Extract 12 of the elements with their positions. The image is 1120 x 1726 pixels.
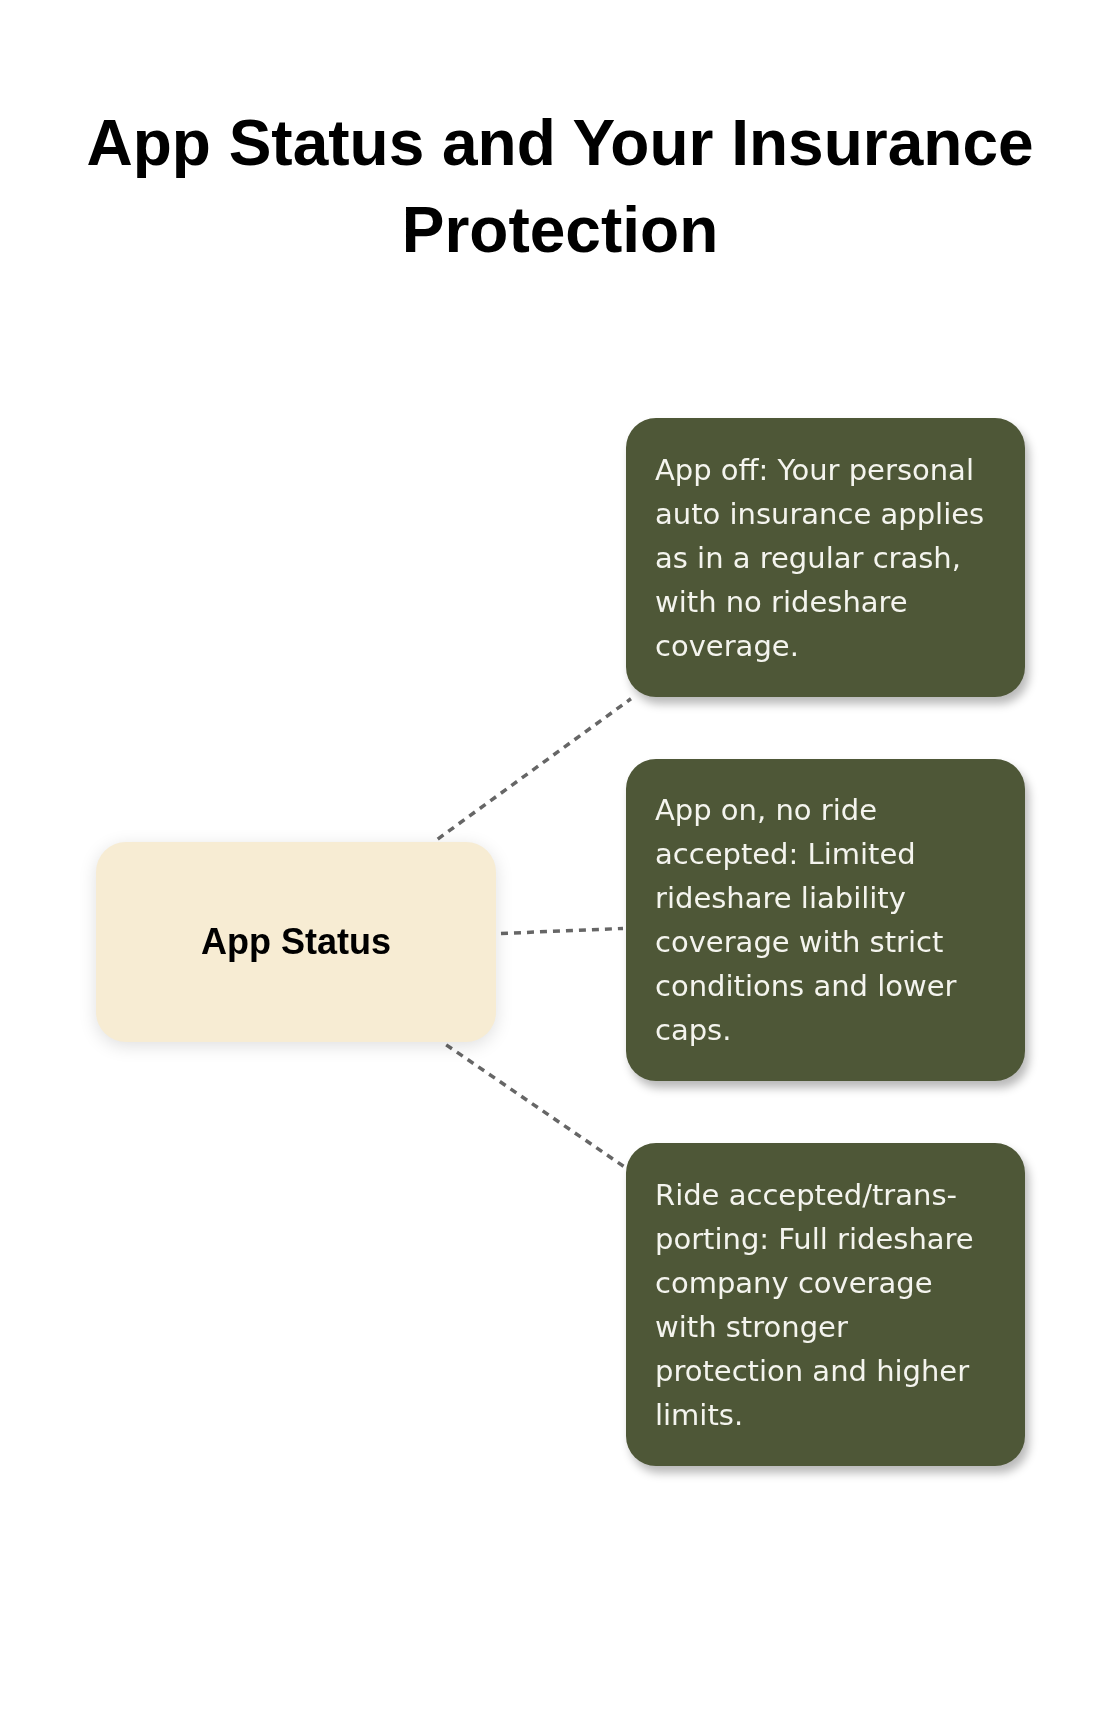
description-text: App off: Your personal auto insurance applies as in a regular crash, with no rideshare coverage. [655, 451, 986, 665]
title: App Status and Your Insurance Protection [85, 106, 1035, 268]
box-label: App Status [201, 920, 391, 964]
dashed-connector [436, 697, 632, 841]
info-box [626, 1143, 1025, 1466]
central-box [96, 842, 496, 1042]
info-box [626, 759, 1025, 1081]
description-text: App on, no ride accepted: Limited rideshare liability coverage with strict conditions and lower caps. [655, 792, 958, 1049]
dashed-connector [445, 1043, 625, 1168]
dashed-connector [500, 926, 624, 936]
info-box [626, 418, 1025, 697]
description-text: Ride accepted/trans-porting: Full rideshare company coverage with stronger protection and higher limits. [655, 1176, 975, 1434]
